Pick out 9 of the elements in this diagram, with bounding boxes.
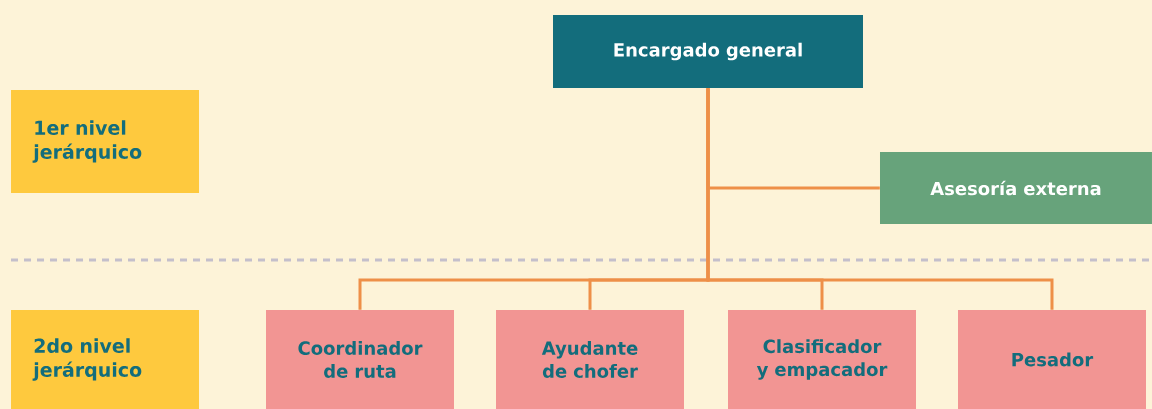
role-box: Ayudante de chofer bbox=[496, 310, 684, 409]
level-box: 1er nivel jerárquico bbox=[11, 90, 199, 193]
advisory-box: Asesoría externa bbox=[880, 152, 1152, 224]
manager-box: Encargado general bbox=[553, 15, 863, 88]
level-box: 2do nivel jerárquico bbox=[11, 310, 199, 409]
role-box: Pesador bbox=[958, 310, 1146, 409]
role-box: Coordinador de ruta bbox=[266, 310, 454, 409]
connector-line bbox=[706, 88, 1054, 310]
role-box: Clasificador y empacador bbox=[728, 310, 916, 409]
